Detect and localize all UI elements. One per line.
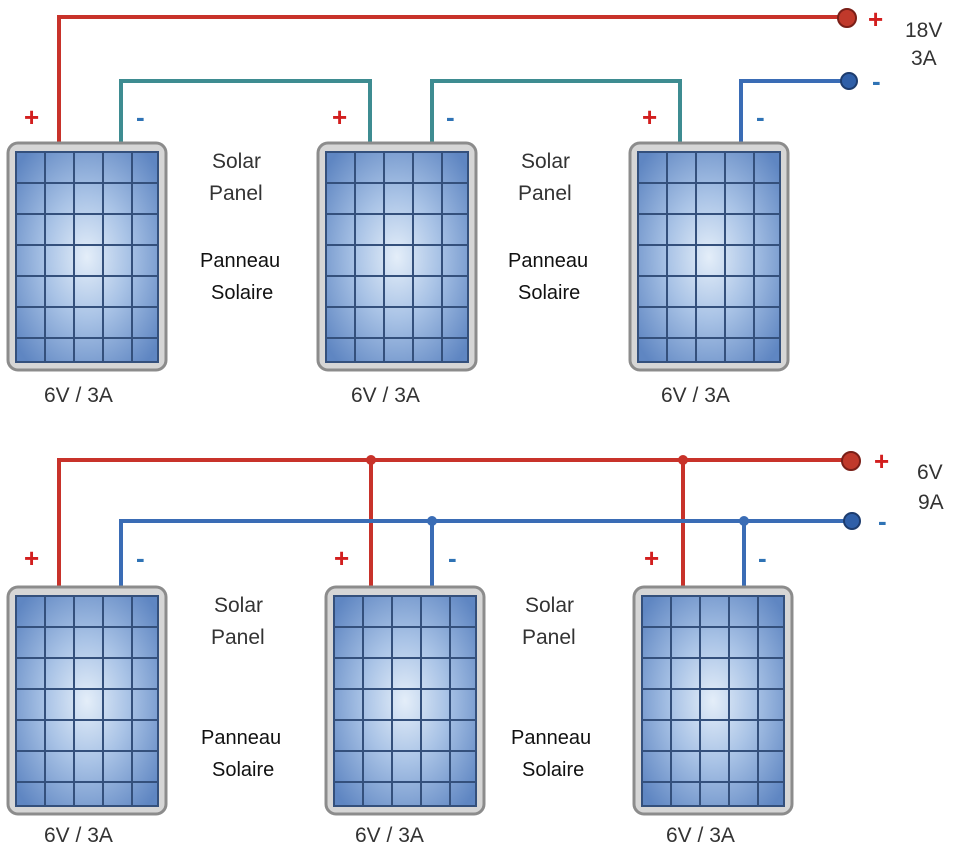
negative-sign: - bbox=[758, 543, 767, 573]
solar-panel bbox=[6, 585, 168, 816]
positive-sign: + bbox=[24, 102, 40, 132]
parallel-negative-bus bbox=[119, 519, 845, 587]
series-output-voltage: 18V bbox=[905, 19, 943, 42]
output-positive-sign: + bbox=[868, 4, 884, 34]
panel-label-fr: Solaire bbox=[211, 282, 274, 304]
series-negative-terminal bbox=[840, 72, 858, 90]
negative-sign: - bbox=[756, 102, 765, 132]
parallel-output-voltage: 6V bbox=[917, 461, 943, 484]
panel-label-en: Solar bbox=[212, 150, 262, 173]
junction-dot bbox=[366, 455, 376, 465]
panel-label-fr: Solaire bbox=[212, 759, 275, 781]
panel-rating: 6V / 3A bbox=[661, 384, 730, 407]
negative-sign: - bbox=[136, 543, 145, 573]
panel-rating: 6V / 3A bbox=[355, 824, 424, 847]
panel-label-en: Panel bbox=[518, 182, 572, 205]
positive-sign: + bbox=[24, 543, 40, 573]
output-negative-sign: - bbox=[872, 66, 881, 96]
panel-rating: 6V / 3A bbox=[44, 824, 113, 847]
panel-label-fr: Panneau bbox=[511, 727, 592, 749]
solar-panel bbox=[632, 585, 794, 816]
panel-label-en: Solar bbox=[214, 594, 264, 617]
junction-dot bbox=[678, 455, 688, 465]
solar-panel bbox=[324, 585, 486, 816]
panel-label-en: Panel bbox=[211, 626, 265, 649]
series-link-wire-2 bbox=[430, 79, 682, 143]
panel-rating: 6V / 3A bbox=[351, 384, 420, 407]
positive-sign: + bbox=[334, 543, 350, 573]
panel-label-en: Solar bbox=[525, 594, 575, 617]
parallel-negative-terminal bbox=[843, 512, 861, 530]
parallel-output-current: 9A bbox=[918, 491, 944, 514]
output-positive-sign: + bbox=[874, 446, 890, 476]
panel-label-fr: Panneau bbox=[201, 727, 282, 749]
panel-rating: 6V / 3A bbox=[44, 384, 113, 407]
output-negative-sign: - bbox=[878, 506, 887, 536]
solar-panel bbox=[6, 141, 168, 372]
parallel-positive-terminal bbox=[841, 451, 861, 471]
solar-panel bbox=[316, 141, 478, 372]
panel-rating: 6V / 3A bbox=[666, 824, 735, 847]
panel-label-en: Solar bbox=[521, 150, 571, 173]
panel-label-fr: Solaire bbox=[518, 282, 581, 304]
series-positive-terminal bbox=[837, 8, 857, 28]
parallel-circuit bbox=[6, 451, 861, 816]
positive-sign: + bbox=[642, 102, 658, 132]
series-circuit bbox=[6, 8, 858, 372]
series-positive-wire bbox=[57, 15, 845, 143]
positive-sign: + bbox=[332, 102, 348, 132]
negative-sign: - bbox=[446, 102, 455, 132]
series-negative-wire bbox=[739, 79, 845, 143]
junction-dot bbox=[739, 516, 749, 526]
panel-label-fr: Panneau bbox=[200, 250, 281, 272]
panel-label-fr: Solaire bbox=[522, 759, 585, 781]
series-link-wire-1 bbox=[119, 79, 372, 143]
positive-sign: + bbox=[644, 543, 660, 573]
parallel-positive-bus bbox=[57, 458, 845, 587]
solar-panel bbox=[628, 141, 790, 372]
junction-dot bbox=[427, 516, 437, 526]
panel-label-en: Panel bbox=[209, 182, 263, 205]
negative-sign: - bbox=[136, 102, 145, 132]
negative-sign: - bbox=[448, 543, 457, 573]
series-output-current: 3A bbox=[911, 47, 937, 70]
panel-label-en: Panel bbox=[522, 626, 576, 649]
panel-label-fr: Panneau bbox=[508, 250, 589, 272]
